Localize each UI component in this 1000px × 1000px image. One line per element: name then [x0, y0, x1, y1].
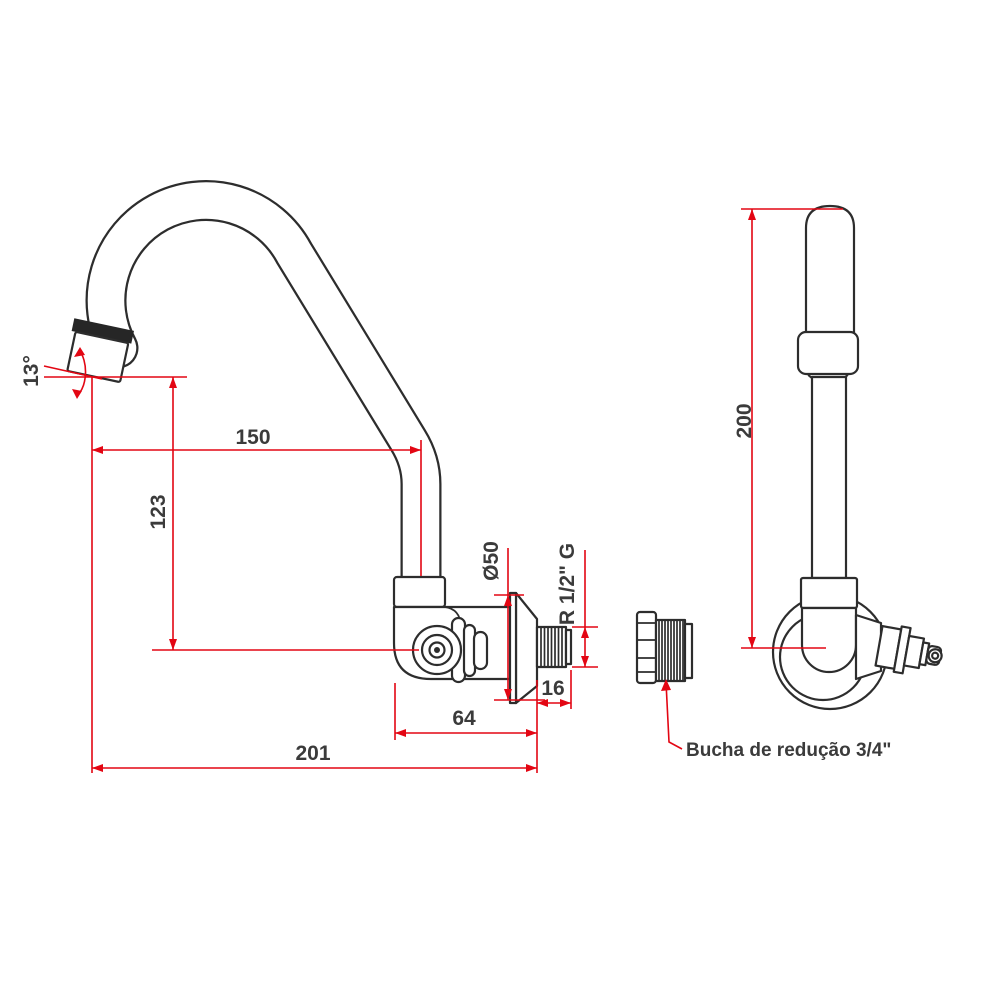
dim-150: 150 [92, 426, 422, 576]
body-depth-label: 64 [452, 707, 476, 730]
side-valve-stem [874, 625, 943, 675]
side-view [635, 204, 943, 711]
side-collar [799, 576, 859, 610]
bushing-leader: Bucha de redução 3/4" [661, 679, 891, 761]
dim-thread: R 1/2" G [556, 543, 598, 668]
side-tube-upper [804, 204, 856, 335]
front-view [66, 180, 573, 705]
body-collar [392, 575, 447, 609]
side-body [854, 613, 883, 681]
overall-reach-label: 201 [295, 742, 330, 765]
reach-label: 150 [235, 426, 270, 449]
aerator [66, 318, 134, 383]
dim-64: 64 [394, 680, 538, 773]
dim-flange-diameter: Ø50 [480, 541, 545, 701]
drop-label: 123 [147, 494, 170, 529]
wall-flange [508, 591, 539, 705]
reducer-bushing [635, 610, 694, 685]
thread-label: R 1/2" G [556, 543, 579, 625]
height-label: 200 [733, 403, 756, 438]
swivel-nut [796, 330, 860, 376]
angle-label: 13° [20, 355, 43, 387]
dimensions: 13° 150 123 Ø50 [20, 208, 891, 773]
dim-123: 123 [147, 377, 419, 651]
dim-angle-13: 13° [20, 347, 187, 399]
dim-16: 16 [537, 670, 572, 709]
side-tube-lower [810, 375, 848, 580]
dim-200: 200 [733, 208, 843, 649]
flange-diameter-label: Ø50 [480, 541, 503, 581]
thread-length-label: 16 [541, 677, 564, 700]
threaded-nipple [535, 625, 573, 669]
bushing-note: Bucha de redução 3/4" [686, 740, 891, 761]
valve-knob [411, 624, 463, 676]
dim-201: 201 [92, 742, 537, 772]
side-elbow [800, 606, 858, 674]
